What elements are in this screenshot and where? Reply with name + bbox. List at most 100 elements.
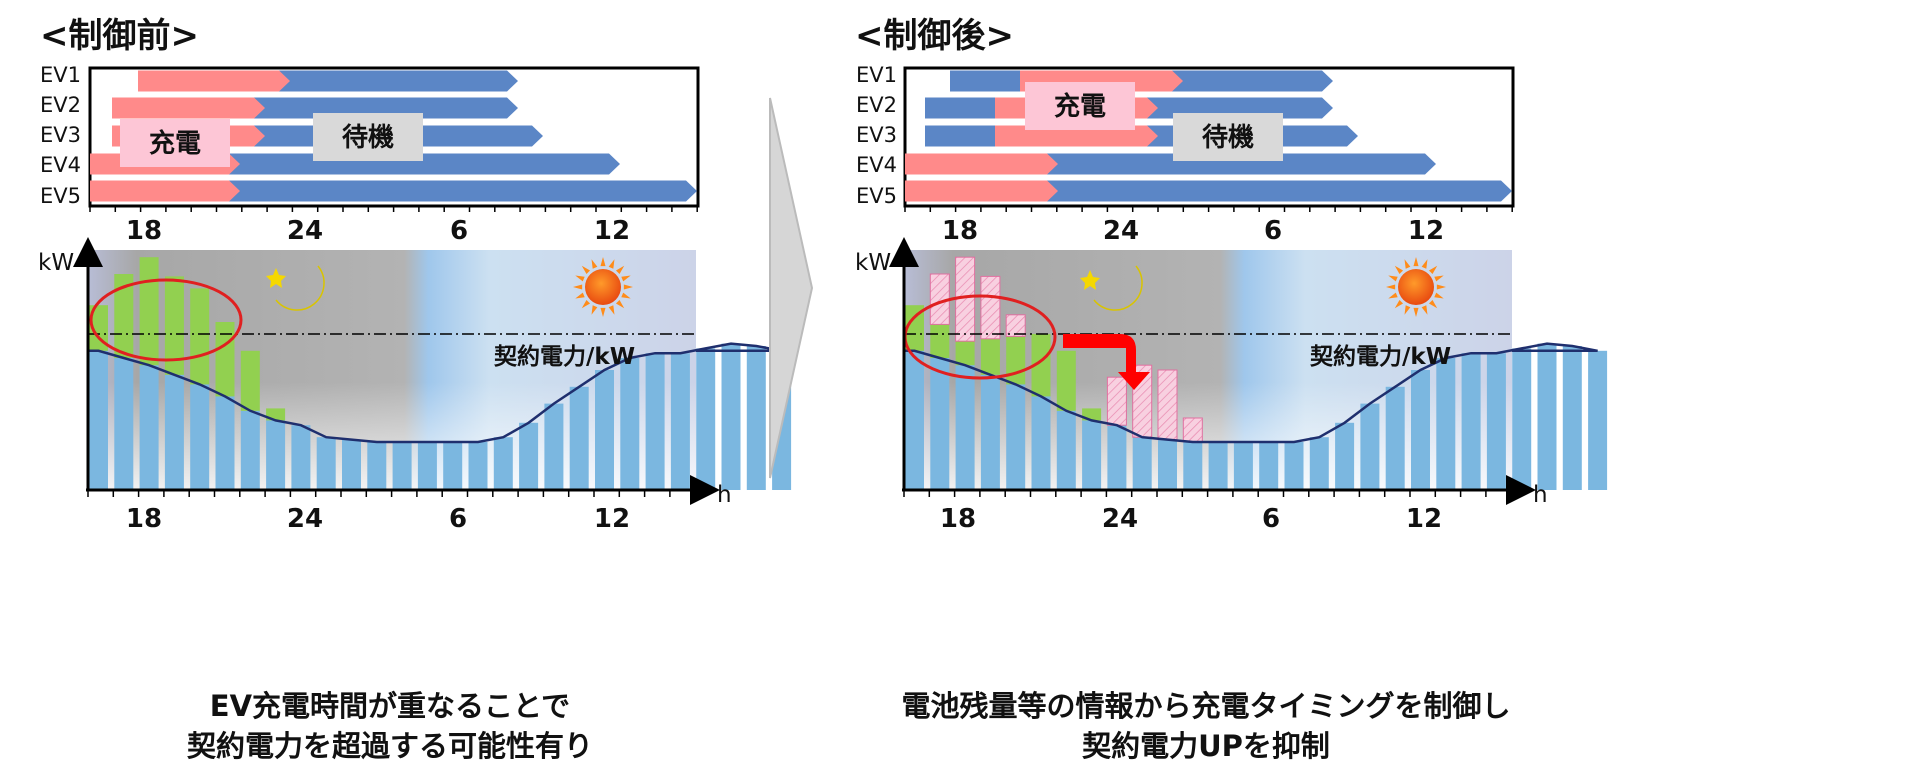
base-load-bar xyxy=(1183,442,1203,490)
base-load-bar xyxy=(721,343,741,490)
ev-charge-bar xyxy=(980,338,1000,375)
base-load-bar xyxy=(240,410,260,490)
sun-ray xyxy=(573,284,583,290)
sun-ray xyxy=(621,292,631,299)
base-load-bar xyxy=(620,358,640,490)
timeline-tick-labels: 18 24 6 12 xyxy=(942,216,1444,246)
standby-bar xyxy=(905,180,1512,202)
base-load-bar xyxy=(291,425,311,490)
base-load-bar xyxy=(215,396,235,490)
ev-charge-bar xyxy=(190,288,210,385)
ev-label: EV4 xyxy=(40,153,81,177)
sun-ray xyxy=(575,275,585,282)
standby-label-box xyxy=(313,113,423,161)
caption-line: EV充電時間が重なることで xyxy=(209,689,571,723)
base-load-bar xyxy=(670,353,690,490)
base-load-bar xyxy=(443,442,463,490)
ev-charge-bar xyxy=(240,350,260,411)
ev-label: EV5 xyxy=(856,184,897,208)
y-axis-label: kW xyxy=(38,250,74,276)
shifted-charge-bar xyxy=(1157,369,1178,441)
base-load-bar xyxy=(930,358,950,490)
base-load-bar xyxy=(1360,403,1380,490)
x-tick-labels: 18 24 6 12 xyxy=(940,504,1442,534)
base-load-bar xyxy=(519,422,539,490)
base-load-bar xyxy=(1588,350,1608,490)
base-load-bar xyxy=(342,439,361,490)
base-load-bar xyxy=(1259,442,1279,490)
base-load-bar xyxy=(1562,346,1582,490)
tick-label: 12 xyxy=(1408,216,1444,246)
tick-label: 24 xyxy=(287,216,323,246)
sun-ray xyxy=(1413,257,1419,267)
base-load-bar xyxy=(1309,437,1329,490)
panel-before: <制御前> EV1 EV2 EV3 EV4 EV5 充電 待機 18 24 6 … xyxy=(38,16,792,534)
base-load-bar xyxy=(468,442,488,490)
charge-bar xyxy=(112,97,265,119)
timeline-ticks xyxy=(904,206,1513,212)
shift-down-arrow-icon xyxy=(1063,334,1150,390)
chevron-right-arrow-icon xyxy=(769,97,814,479)
sun-icon xyxy=(1386,257,1446,317)
base-load-bar xyxy=(1158,439,1177,490)
tick-label: 6 xyxy=(1262,504,1280,534)
ev-charge-bar xyxy=(89,305,108,351)
charge-bar xyxy=(995,125,1158,147)
base-load-bar xyxy=(417,442,437,490)
ev-charge-bar xyxy=(955,341,975,366)
base-load-bar xyxy=(367,442,387,490)
standby-bar xyxy=(90,180,697,202)
tick-label: 18 xyxy=(940,504,976,534)
sun-ray xyxy=(621,275,631,282)
base-load-bar xyxy=(696,348,716,490)
ev-label: EV2 xyxy=(40,93,81,117)
ev-labels: EV1 EV2 EV3 EV4 EV5 xyxy=(40,63,81,208)
sun-ray xyxy=(1394,299,1404,309)
ev-charge-bar xyxy=(930,324,950,358)
sun-ray xyxy=(1436,284,1446,290)
base-load-bar xyxy=(266,420,286,490)
sun-ray xyxy=(1428,299,1438,309)
charge-label: 充電 xyxy=(149,128,201,159)
tick-label: 18 xyxy=(126,504,162,534)
ev-timeline-after: EV1 EV2 EV3 EV4 EV5 充電 待機 18 24 6 12 xyxy=(856,63,1515,246)
tick-label: 6 xyxy=(1264,216,1282,246)
shifted-charge-bar xyxy=(1182,417,1203,443)
sun-ray xyxy=(1388,292,1398,299)
standby-label: 待機 xyxy=(1202,123,1254,153)
charge-bar xyxy=(905,153,1058,175)
sun-ray xyxy=(581,265,591,275)
charge-bar xyxy=(138,70,290,92)
sun-ray xyxy=(600,307,606,317)
base-load-bar xyxy=(1411,370,1430,490)
sun-ray xyxy=(1404,305,1411,315)
moon-star-icon xyxy=(266,265,325,311)
moon-star-icon xyxy=(1080,265,1143,311)
base-load-bar xyxy=(569,386,589,490)
sun-ray xyxy=(1434,292,1444,299)
ev-label: EV3 xyxy=(40,123,81,147)
base-load-bar xyxy=(746,346,766,490)
ev-labels: EV1 EV2 EV3 EV4 EV5 xyxy=(856,63,897,208)
base-load-bar xyxy=(1335,422,1355,490)
tick-label: 18 xyxy=(126,216,162,246)
sun-ray xyxy=(1434,275,1444,282)
base-load-bar xyxy=(164,374,184,490)
bars xyxy=(905,256,1608,490)
ev-label: EV4 xyxy=(856,153,897,177)
x-axis-label: h xyxy=(1533,482,1548,508)
ev-label: EV1 xyxy=(40,63,81,87)
base-load-bar xyxy=(1082,420,1102,490)
ev-charge-bar xyxy=(1056,350,1076,411)
tick-label: 12 xyxy=(1406,504,1442,534)
caption-line: 契約電力を超過する可能性有り xyxy=(186,729,593,763)
ev-charge-bar xyxy=(215,322,235,397)
charge-label: 充電 xyxy=(1054,91,1106,122)
tick-label: 12 xyxy=(594,216,630,246)
sun-ray xyxy=(1404,259,1411,269)
sun-ray xyxy=(1413,307,1419,317)
sun-ray xyxy=(1394,265,1404,275)
charge-bar xyxy=(90,180,240,202)
ev-label: EV5 xyxy=(40,184,81,208)
